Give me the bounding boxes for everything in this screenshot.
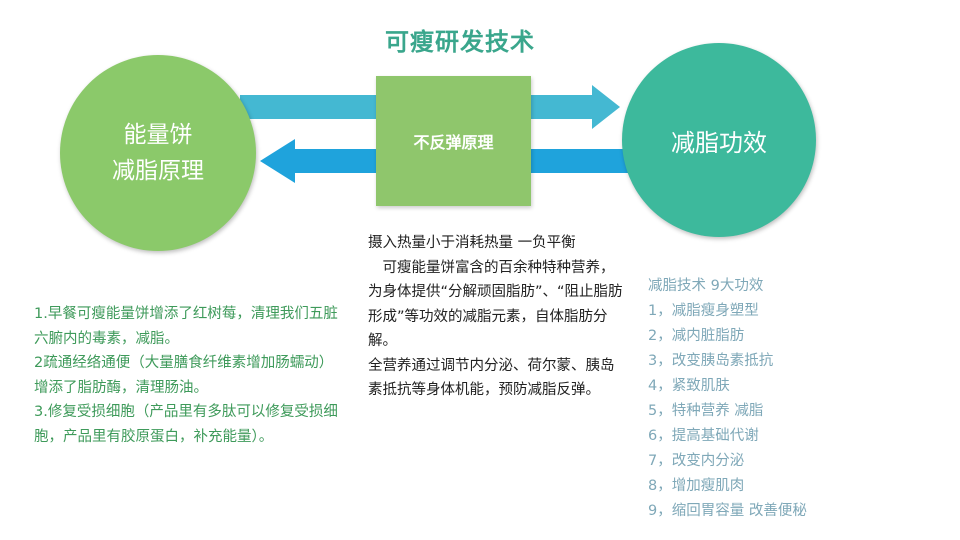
list-item: 7，改变内分泌	[648, 453, 745, 469]
energy-bar-principle-circle: 能量饼 减脂原理	[60, 55, 256, 251]
middle-description: 摄入热量小于消耗热量 一负平衡 可瘦能量饼富含的百余种特种营养，为身体提供“分解…	[368, 231, 628, 403]
list-item: 4，紧致肌肤	[648, 378, 730, 394]
left-benefits-text: 1.早餐可瘦能量饼增添了红树莓，清理我们五脏六腑内的毒素，减脂。 2疏通经络通便…	[34, 302, 344, 449]
center-box-label: 不反弹原理	[413, 133, 494, 152]
middle-text-line: 可瘦能量饼富含的百余种特种营养，为身体提供“分解顽固脂肪”、“阻止脂肪形成”等功…	[368, 259, 623, 350]
list-item: 5，特种营养 减脂	[648, 403, 764, 419]
left-text-item: 2疏通经络通便（大量膳食纤维素增加肠蠕动）增添了脂肪酶，清理肠油。	[34, 355, 334, 396]
fat-reduction-effect-circle: 减脂功效	[622, 43, 816, 237]
list-item: 1，减脂瘦身塑型	[648, 303, 759, 319]
circle-left-line2: 减脂原理	[112, 158, 204, 184]
middle-text-line: 摄入热量小于消耗热量 一负平衡	[368, 235, 576, 251]
left-text-item: 1.早餐可瘦能量饼增添了红树莓，清理我们五脏六腑内的毒素，减脂。	[34, 306, 338, 347]
left-text-item: 3.修复受损细胞（产品里有多肽可以修复受损细胞，产品里有胶原蛋白，补充能量）。	[34, 404, 338, 445]
list-item: 6，提高基础代谢	[648, 428, 759, 444]
list-item: 9，缩回胃容量 改善便秘	[648, 503, 807, 519]
list-item: 2，减内脏脂肪	[648, 328, 745, 344]
no-rebound-principle-box: 不反弹原理	[376, 76, 531, 206]
list-item: 8，增加瘦肌肉	[648, 478, 745, 494]
page-title: 可瘦研发技术	[385, 28, 535, 56]
list-item: 3，改变胰岛素抵抗	[648, 353, 774, 369]
nine-effects-list: 减脂技术 9大功效 1，减脂瘦身塑型 2，减内脏脂肪 3，改变胰岛素抵抗 4，紧…	[648, 274, 848, 524]
middle-text-line: 全营养通过调节内分泌、荷尔蒙、胰岛素抵抗等身体机能，预防减脂反弹。	[368, 357, 615, 399]
circle-right-label: 减脂功效	[671, 128, 767, 157]
list-heading: 减脂技术 9大功效	[648, 278, 764, 294]
circle-left-line1: 能量饼	[123, 122, 193, 148]
